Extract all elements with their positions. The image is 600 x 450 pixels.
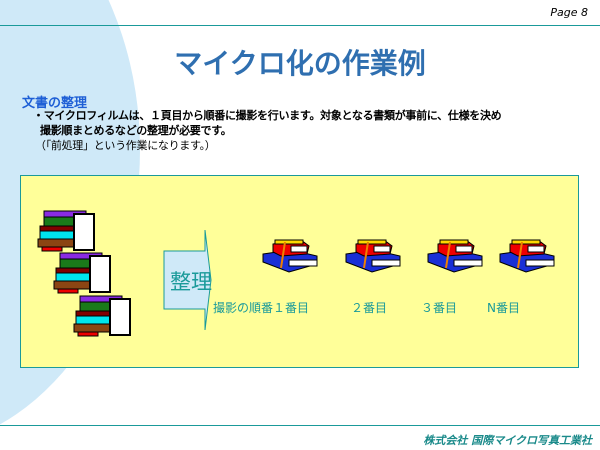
body-line-1: ・マイクロフィルムは、１頁目から順番に撮影を行います。対象となる書類が事前に、仕… bbox=[33, 109, 502, 122]
unsorted-documents-icon bbox=[37, 210, 131, 337]
order-label-3: ３番目 bbox=[421, 301, 458, 315]
arrow-icon bbox=[163, 229, 212, 331]
sorted-bundle-icon bbox=[345, 239, 401, 273]
page-number: Page 8 bbox=[550, 6, 588, 19]
sorted-bundle-icon bbox=[427, 239, 483, 273]
arrow-label: 整理 bbox=[170, 270, 212, 294]
sorted-bundle-icon bbox=[262, 239, 318, 273]
diagram-box: 整理 撮影の順番１番目 ２番目 ３番目 N番目 bbox=[20, 175, 579, 368]
order-label-1: 撮影の順番１番目 bbox=[213, 301, 310, 315]
order-label-2: ２番目 bbox=[351, 301, 388, 315]
header-divider bbox=[0, 25, 600, 26]
body-line-3: （「前処理」という作業になります。） bbox=[35, 139, 216, 152]
sorted-bundle-icon bbox=[499, 239, 555, 273]
company-name: 株式会社 国際マイクロ写真工業社 bbox=[423, 434, 592, 447]
footer-divider bbox=[0, 425, 600, 426]
body-line-2: 撮影順まとめるなどの整理が必要です。 bbox=[40, 124, 232, 137]
slide-title: マイクロ化の作業例 bbox=[174, 47, 426, 80]
section-heading: 文書の整理 bbox=[22, 96, 88, 111]
body-text: ・マイクロフィルムは、１頁目から順番に撮影を行います。対象となる書類が事前に、仕… bbox=[33, 108, 578, 153]
order-label-n: N番目 bbox=[487, 301, 520, 315]
